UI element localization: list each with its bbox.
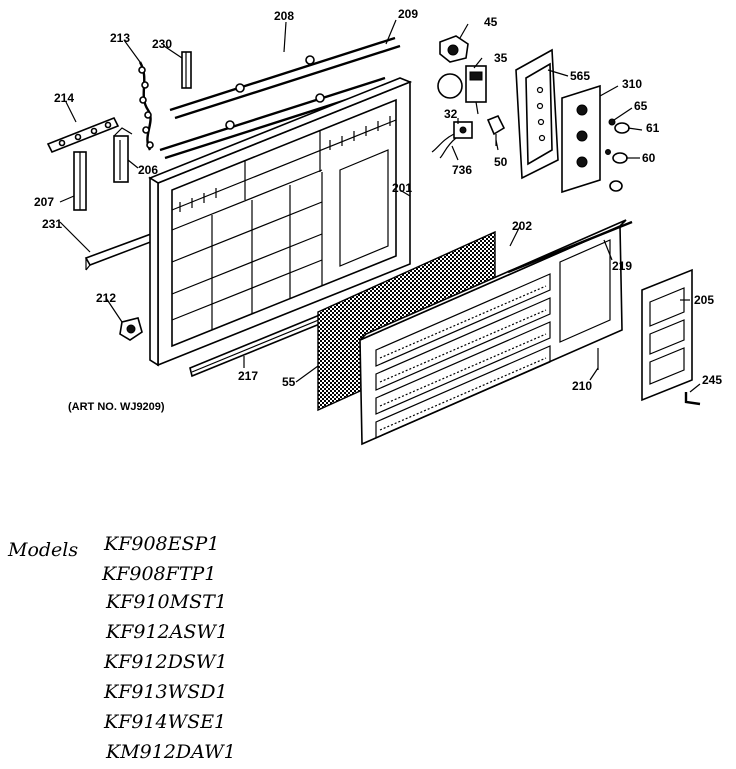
part-label-214: 214 [54, 91, 74, 105]
part-label-201: 201 [392, 181, 412, 195]
rod-part [507, 220, 633, 274]
part-label-230: 230 [152, 37, 172, 51]
bracket-207-part [73, 151, 87, 211]
part-label-736: 736 [452, 163, 472, 177]
art-number: (ART NO. WJ9209) [68, 401, 165, 413]
part-label-206: 206 [138, 163, 158, 177]
leader-lines [59, 19, 701, 393]
model-item: KF914WSE1 [103, 711, 226, 733]
part-label-61: 61 [646, 121, 660, 135]
knob-part [119, 317, 143, 341]
part-label-50: 50 [494, 155, 508, 169]
control-bracket-part [515, 48, 559, 180]
model-item: KF912ASW1 [105, 621, 228, 643]
part-label-32: 32 [444, 107, 458, 121]
part-label-35: 35 [494, 51, 508, 65]
part-label-310: 310 [622, 77, 642, 91]
part-label-207: 207 [34, 195, 54, 209]
knob-61-part [614, 122, 630, 134]
part-label-65: 65 [634, 99, 648, 113]
model-item: KF910MST1 [105, 591, 227, 613]
post-part [181, 51, 192, 89]
component-50-part [486, 114, 506, 146]
control-panel-part [561, 84, 601, 194]
part-label-60: 60 [642, 151, 656, 165]
part-label-55: 55 [282, 375, 296, 389]
part-label-213: 213 [110, 31, 130, 45]
model-item: KF908ESP1 [103, 533, 219, 555]
knob-60-part [605, 149, 628, 192]
model-item: KF908FTP1 [101, 563, 216, 585]
part-label-45: 45 [484, 15, 498, 29]
model-item: KM912DAW1 [105, 741, 236, 763]
strip-part [46, 116, 120, 154]
part-label-202: 202 [512, 219, 532, 233]
part-label-217: 217 [238, 369, 258, 383]
part-label-209: 209 [398, 7, 418, 21]
part-label-205: 205 [694, 293, 714, 307]
part-label-245: 245 [702, 373, 722, 387]
component-45-part [439, 35, 469, 63]
bracket-206-part [113, 127, 133, 183]
knob-65-part [608, 118, 616, 126]
component-32-part [431, 121, 473, 159]
models-heading: Models [7, 539, 78, 561]
clip-part [684, 392, 701, 406]
model-item: KF912DSW1 [103, 651, 228, 673]
cabinet-frame-part [148, 77, 413, 367]
side-panel-part [641, 268, 693, 402]
chain-part [138, 61, 154, 151]
part-label-231: 231 [42, 217, 62, 231]
model-item: KF913WSD1 [103, 681, 228, 703]
part-label-208: 208 [274, 9, 294, 23]
models-list: Models KF908ESP1 KF908FTP1 KF910MST1 KF9… [7, 533, 236, 763]
part-label-219: 219 [612, 259, 632, 273]
part-label-210: 210 [572, 379, 592, 393]
part-label-565: 565 [570, 69, 590, 83]
top-rail-part [159, 36, 401, 160]
part-label-212: 212 [96, 291, 116, 305]
part-labels: 45 208 209 213 230 35 565 310 65 61 214 … [34, 7, 722, 393]
